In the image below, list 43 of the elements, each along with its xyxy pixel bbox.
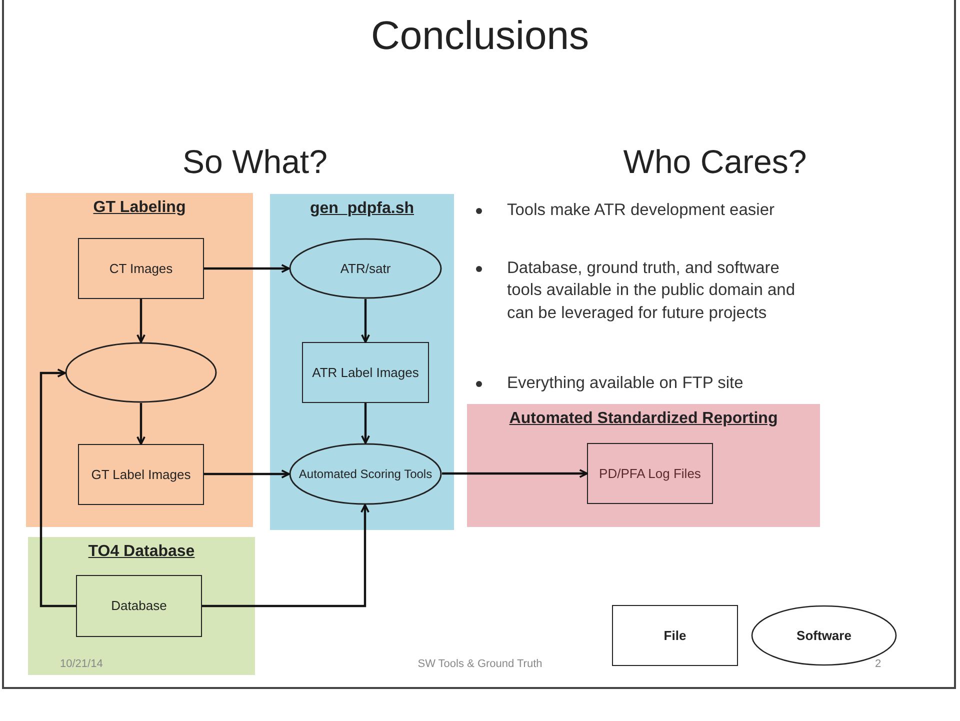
page-number: 2 [875, 658, 882, 670]
file-box [587, 443, 713, 504]
group-panel [26, 193, 253, 527]
group-panel [270, 194, 454, 530]
arrow [442, 469, 588, 478]
node-label: Database [110, 597, 168, 615]
bullet-text: Everything available on FTP site [507, 373, 744, 394]
legend-label: Software [796, 626, 852, 644]
software-ellipse [289, 443, 442, 505]
footer-date: 10/21/14 [60, 658, 103, 670]
file-box [302, 342, 429, 403]
arrow [136, 299, 146, 343]
arrow [40, 368, 76, 608]
node-label: CT Images [108, 260, 174, 278]
software-ellipse [289, 238, 442, 299]
panel-heading: TO4 Database [87, 543, 196, 561]
node-label: ATR Label Images [311, 364, 420, 382]
bullet-text: Database, ground truth, and software tools available in the public domain and can be leveraged for future projects [507, 258, 796, 324]
legend-label: File [662, 626, 688, 644]
file-box [78, 444, 204, 505]
node-label: Automated Scoring Tools [298, 466, 434, 482]
bullet-text: Tools make ATR development easier [507, 200, 776, 221]
footer-text: SW Tools & Ground Truth [416, 658, 544, 670]
arrow [136, 403, 146, 445]
node-label: GT Label Images [90, 466, 192, 484]
arrow [204, 264, 290, 273]
section-heading: So What? [182, 143, 328, 181]
arrow [361, 403, 370, 444]
group-panel [28, 537, 255, 675]
file-box [78, 238, 204, 299]
section-heading: Who Cares? [622, 143, 808, 181]
node-label: PD/PFA Log Files [598, 464, 702, 482]
node-label: ATR/satr [339, 260, 392, 278]
group-panel [467, 404, 820, 527]
arrow [202, 504, 370, 608]
arrow [361, 299, 370, 343]
panel-heading: Automated Standardized Reporting [508, 410, 779, 428]
file-box [76, 575, 202, 637]
software-ellipse [65, 342, 217, 403]
arrow [204, 470, 290, 478]
panel-heading: GT Labeling [92, 199, 187, 217]
slide-title: Conclusions [370, 14, 590, 59]
panel-heading: gen_pdpfa.sh [308, 200, 415, 218]
